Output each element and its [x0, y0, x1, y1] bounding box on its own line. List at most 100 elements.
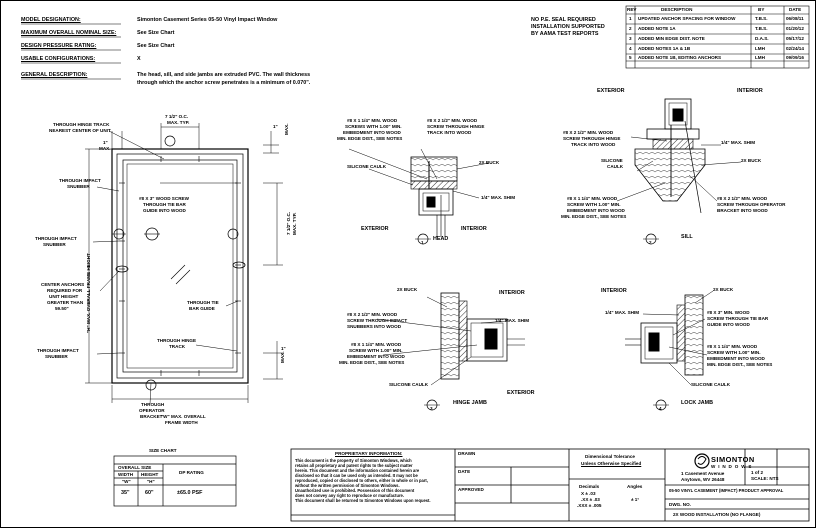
address-2: Anytown, WV 26448 — [681, 477, 725, 482]
lock-silicone: SILICONE CAULK — [691, 382, 731, 387]
max-size-value: See Size Chart — [137, 30, 175, 36]
revision-grid — [625, 5, 810, 69]
hinge-title: HINGE JAMB — [453, 400, 487, 406]
head-silicone: SILICONE CAULK — [347, 164, 387, 169]
drawn-label: DRAWN — [458, 451, 476, 456]
tolerance-2: Unless Otherwise Specified — [581, 461, 642, 466]
angles-value: ± 1° — [631, 497, 640, 502]
drawing-title: 05-50 VINYL CASEMENT (IMPACT) PRODUCT AP… — [669, 488, 784, 493]
rev-description: ADDED NOTE 1A — [638, 26, 676, 31]
size-chart-height-unit: "H" — [147, 479, 155, 484]
label-dim-right-2: MAX. TYP. — [292, 212, 297, 235]
size-chart-width-unit: "W" — [122, 479, 131, 484]
notice-line: without the written permission of Simont… — [295, 483, 400, 488]
sheet-of: 1 of 2 — [751, 470, 763, 475]
notice-line: Unauthorized use is prohibited. Possessi… — [295, 488, 415, 493]
label-impact-snubber-mid-2: SNUBBER — [43, 242, 66, 247]
configurations-label: USABLE CONFIGURATIONS: — [21, 56, 96, 62]
tolerance-1: Dimensional Tolerance — [585, 454, 635, 459]
head-screw2-1: #8 X 2 1/2" MIN. WOOD — [427, 118, 478, 123]
brand-name: SIMONTON — [711, 455, 755, 464]
label-hinge-track-1: THROUGH HINGE TRACK — [53, 122, 110, 127]
approved-label: APPROVED — [458, 487, 484, 492]
date-col-header: DATE — [789, 7, 802, 12]
rev-by: T.B.S. — [755, 16, 768, 21]
drawing-subtitle: 2X WOOD INSTALLATION (NO FLANGE) — [673, 512, 761, 517]
lock-screw2-2: SCREW WITH 1.00" MIN. — [707, 350, 761, 355]
label-one-max-top-1: 1" — [103, 140, 108, 145]
sill-screw2-2: SCREW WITH 1.00" MIN. — [567, 202, 621, 207]
label-one-max-right-1: 1" — [273, 124, 278, 129]
rev-number: 3 — [629, 36, 632, 41]
sill-screw2-4: MIN. EDGE DIST., SEE NOTES — [561, 214, 627, 219]
label-wood-screw-2: THROUGH TIE BAR — [143, 202, 186, 207]
sill-title: SILL — [681, 234, 693, 240]
lock-screw-3: GUIDE INTO WOOD — [707, 322, 750, 327]
seal-note-1: NO P.E. SEAL REQUIRED — [531, 17, 596, 23]
label-wood-screw-3: GUIDE INTO WOOD — [143, 208, 186, 213]
sill-screw3-3: BRACKET INTO WOOD — [717, 208, 768, 213]
rev-by: LMH — [755, 46, 765, 51]
notice-line: retains all proprietary and patent right… — [295, 463, 413, 468]
sill-buck: 2X BUCK — [741, 158, 762, 163]
label-wood-screw-1: #8 X 3" WOOD SCREW — [139, 196, 189, 201]
model-designation-value: Simonton Casement Series 05-50 Vinyl Imp… — [137, 17, 278, 23]
notice-line: This document shall be returned to Simon… — [295, 498, 431, 503]
label-frame-width-1: "W" MAX. OVERALL — [161, 414, 206, 419]
lock-screw-1: #8 X 3" MIN. WOOD — [707, 310, 750, 315]
label-impact-snubber-bottom-2: SNUBBER — [45, 354, 68, 359]
sill-number: 2 — [649, 240, 652, 245]
label-operator-bracket-1: THROUGH — [141, 402, 165, 407]
label-tie-bar-2: BAR GUIDE — [189, 306, 215, 311]
sill-screw-1: #8 X 2 1/2" MIN. WOOD — [563, 130, 614, 135]
notice-line: reproduced, copied or disclosed to other… — [295, 478, 428, 483]
configurations-value: X — [137, 56, 141, 62]
lock-interior: INTERIOR — [601, 288, 627, 294]
lock-jamb-section — [625, 290, 714, 411]
hinge-interior: INTERIOR — [499, 290, 525, 296]
hinge-screw-1: #8 X 2 1/2" MIN. WOOD — [347, 312, 398, 317]
label-frame-width-2: FRAME WIDTH — [165, 420, 198, 425]
hinge-screw-2: SCREW THROUGH IMPACT — [347, 318, 408, 323]
label-impact-snubber-top-1: THROUGH IMPACT — [59, 178, 101, 183]
by-col-header: BY — [758, 7, 765, 12]
label-dim-top-1: 7 1/2" O.C. — [165, 114, 189, 119]
angles-label: Angles — [627, 484, 643, 489]
sill-screw-2: SCREW THROUGH HINGE — [563, 136, 621, 141]
label-center-anchors-1: CENTER ANCHORS — [41, 282, 85, 287]
size-chart-title: SIZE CHART — [149, 448, 177, 453]
hinge-screw2-3: EMBEDMENT INTO WOOD — [347, 354, 405, 359]
rev-description: ADDED MIN EDGE DIST. NOTE — [638, 36, 705, 41]
title-block-grid — [290, 448, 810, 522]
lock-screw2-4: MIN. EDGE DIST., SEE NOTES — [707, 362, 773, 367]
description-line-1: The head, sill, and side jambs are extru… — [137, 72, 311, 78]
rev-col-header: REV — [627, 7, 637, 12]
hinge-screw-3: SNUBBERS INTO WOOD — [347, 324, 402, 329]
label-hinge-track-2: NEAREST CENTER OF UNIT — [49, 128, 111, 133]
notice-line: disclosed so that it can be used only as… — [295, 473, 418, 478]
notice-line: This document is the property of Simonto… — [295, 458, 412, 463]
hinge-screw2-1: #8 X 1 1/4" MIN. WOOD — [351, 342, 402, 347]
address-1: 1 Casement Avenue — [681, 471, 725, 476]
rev-number: 5 — [629, 55, 632, 60]
label-center-anchors-5: 59.50" — [55, 306, 69, 311]
head-exterior: EXTERIOR — [361, 226, 389, 232]
window-elevation — [85, 123, 283, 405]
design-pressure-value: See Size Chart — [137, 43, 175, 49]
date-label: DATE — [458, 469, 471, 474]
size-chart-height-value: 60" — [145, 490, 154, 496]
sill-section — [616, 98, 742, 245]
sill-exterior: EXTERIOR — [597, 88, 625, 94]
label-operator-bracket-2: OPERATOR — [139, 408, 165, 413]
sill-interior: INTERIOR — [737, 88, 763, 94]
label-impact-snubber-mid-1: THROUGH IMPACT — [35, 236, 77, 241]
dwg-no-label: DWG. NO. — [669, 502, 691, 507]
rev-by: T.B.S. — [755, 26, 768, 31]
head-screw-1: #8 X 1 1/4" MIN. WOOD — [347, 118, 398, 123]
size-chart-dp-value: ±65.0 PSF — [177, 490, 203, 496]
lock-buck: 2X BUCK — [713, 287, 734, 292]
rev-description: ADDED NOTE 1B, EDITING ANCHORS — [638, 55, 722, 60]
notice-line: does not convey any right to reproduce o… — [295, 493, 404, 498]
size-chart-overall-header: OVERALL SIZE — [118, 465, 152, 470]
